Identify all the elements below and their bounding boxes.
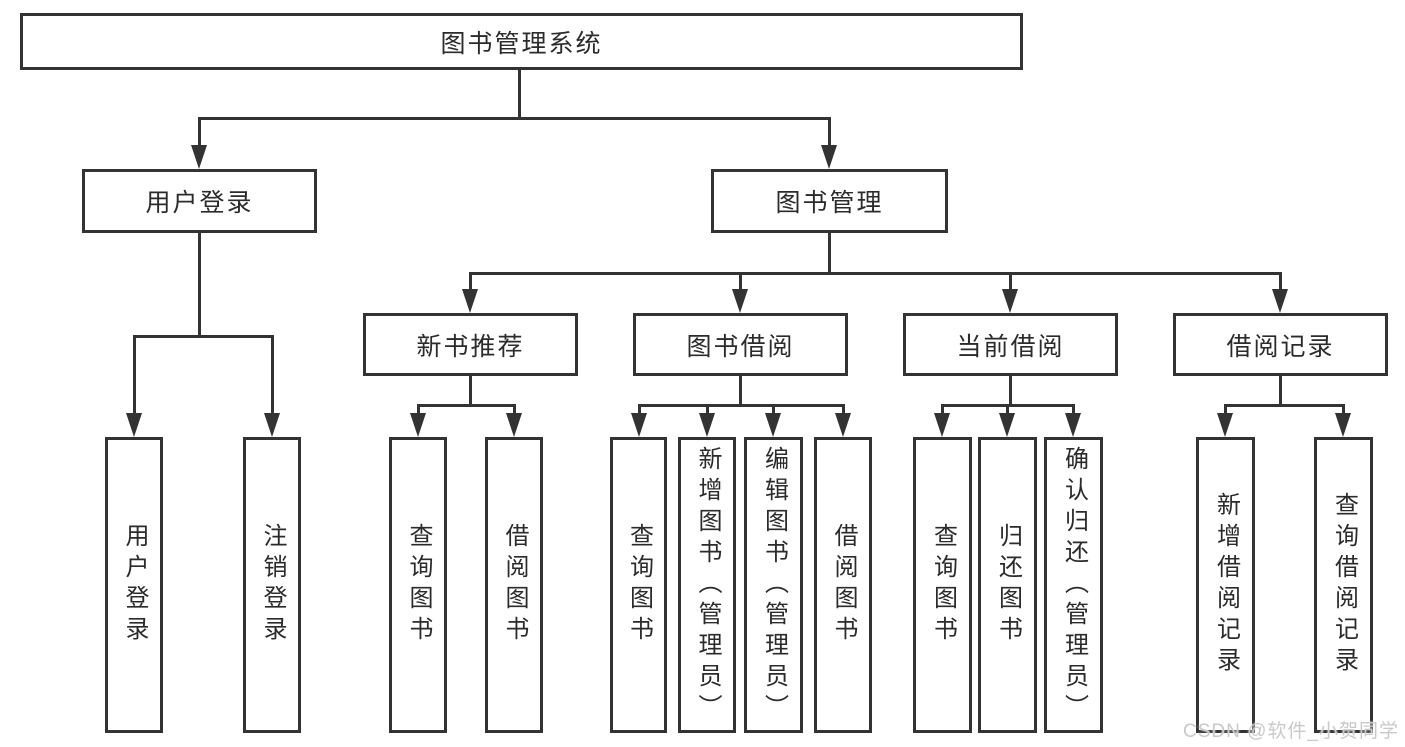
node-label: 图书管理系统: [440, 29, 603, 58]
leaf-add-borrow-record: 新增借阅记录: [1196, 437, 1255, 733]
connector-vline: [198, 233, 201, 338]
arrowhead-down-icon: [765, 413, 781, 437]
arrowhead-down-icon: [999, 413, 1015, 437]
arrowhead-down-icon: [1217, 413, 1233, 437]
connector-vline: [469, 376, 472, 407]
connector-vline: [198, 117, 201, 149]
leaf-label: 用户登录: [121, 523, 148, 647]
leaf-label: 确认归还（管理员）: [1060, 445, 1088, 725]
arrowhead-down-icon: [1065, 413, 1081, 437]
csdn-watermark: CSDN @软件_小贺同学: [1183, 721, 1399, 742]
node-current-borrowing: 当前借阅: [903, 313, 1118, 376]
connector-hline: [1224, 404, 1345, 407]
leaf-label: 编辑图书（管理员）: [760, 445, 788, 725]
leaf-query-books-recommend: 查询图书: [389, 437, 447, 733]
leaf-query-books-borrow: 查询图书: [610, 437, 667, 733]
arrowhead-down-icon: [462, 289, 478, 313]
connector-hline: [638, 404, 845, 407]
connector-vline: [1009, 272, 1012, 293]
arrowhead-down-icon: [506, 413, 522, 437]
connector-vline: [417, 404, 420, 417]
leaf-query-borrow-record: 查询借阅记录: [1314, 437, 1373, 733]
connector-vline: [842, 404, 845, 417]
connector-vline: [1224, 404, 1227, 417]
leaf-borrow-books: 借阅图书: [814, 437, 872, 733]
arrowhead-down-icon: [126, 413, 142, 437]
arrowhead-down-icon: [191, 145, 207, 169]
leaf-user-login: 用户登录: [105, 437, 163, 733]
connector-vline: [828, 233, 831, 275]
connector-vline: [739, 376, 742, 407]
leaf-label: 新增图书（管理员）: [694, 445, 721, 725]
connector-vline: [1279, 272, 1282, 293]
leaf-label: 注销登录: [259, 523, 286, 647]
connector-hline: [469, 272, 1282, 275]
node-borrowing-records: 借阅记录: [1173, 313, 1388, 376]
node-new-book-recommendation: 新书推荐: [363, 313, 578, 376]
connector-vline: [828, 117, 831, 149]
node-user-login: 用户登录: [82, 169, 317, 233]
leaf-edit-books-admin: 编辑图书（管理员）: [744, 437, 803, 733]
node-label: 借阅记录: [1226, 332, 1335, 361]
leaf-borrow-books-recommend: 借阅图书: [485, 437, 543, 733]
connector-hline: [133, 335, 274, 338]
arrowhead-down-icon: [699, 413, 715, 437]
connector-hline: [198, 117, 831, 120]
leaf-query-books-current: 查询图书: [913, 437, 972, 733]
leaf-label: 查询图书: [625, 523, 653, 647]
arrowhead-down-icon: [821, 145, 837, 169]
connector-vline: [1072, 404, 1075, 417]
leaf-logout: 注销登录: [243, 437, 301, 733]
connector-vline: [638, 404, 641, 417]
leaf-label: 借阅图书: [501, 523, 528, 647]
connector-vline: [706, 404, 709, 417]
arrowhead-down-icon: [1002, 289, 1018, 313]
connector-vline: [133, 335, 136, 417]
arrowhead-down-icon: [835, 413, 851, 437]
node-book-management: 图书管理: [711, 169, 948, 233]
connector-vline: [1009, 376, 1012, 407]
arrowhead-down-icon: [264, 413, 280, 437]
leaf-label: 新增借阅记录: [1212, 492, 1240, 678]
connector-vline: [1279, 376, 1282, 407]
leaf-label: 查询借阅记录: [1330, 492, 1358, 678]
connector-vline: [1006, 404, 1009, 417]
leaf-confirm-return-admin: 确认归还（管理员）: [1044, 437, 1103, 733]
connector-hline: [417, 404, 516, 407]
connector-vline: [518, 70, 521, 120]
connector-vline: [772, 404, 775, 417]
arrowhead-down-icon: [410, 413, 426, 437]
connector-vline: [513, 404, 516, 417]
node-label: 用户登录: [145, 189, 254, 217]
node-library-management-system: 图书管理系统: [20, 13, 1023, 70]
arrowhead-down-icon: [934, 413, 950, 437]
node-label: 图书借阅: [686, 332, 795, 361]
arrowhead-down-icon: [732, 289, 748, 313]
connector-vline: [469, 272, 472, 293]
connector-vline: [271, 335, 274, 417]
arrowhead-down-icon: [1272, 289, 1288, 313]
leaf-return-books: 归还图书: [978, 437, 1037, 733]
node-label: 图书管理: [775, 189, 884, 217]
connector-vline: [1342, 404, 1345, 417]
leaf-label: 查询图书: [405, 523, 432, 647]
node-label: 新书推荐: [416, 332, 525, 361]
node-label: 当前借阅: [956, 332, 1065, 361]
leaf-label: 借阅图书: [830, 523, 857, 647]
connector-vline: [739, 272, 742, 293]
arrowhead-down-icon: [1335, 413, 1351, 437]
leaf-label: 归还图书: [994, 523, 1022, 647]
connector-vline: [941, 404, 944, 417]
node-book-borrowing: 图书借阅: [633, 313, 848, 376]
arrowhead-down-icon: [631, 413, 647, 437]
leaf-label: 查询图书: [929, 523, 957, 647]
leaf-add-books-admin: 新增图书（管理员）: [678, 437, 736, 733]
